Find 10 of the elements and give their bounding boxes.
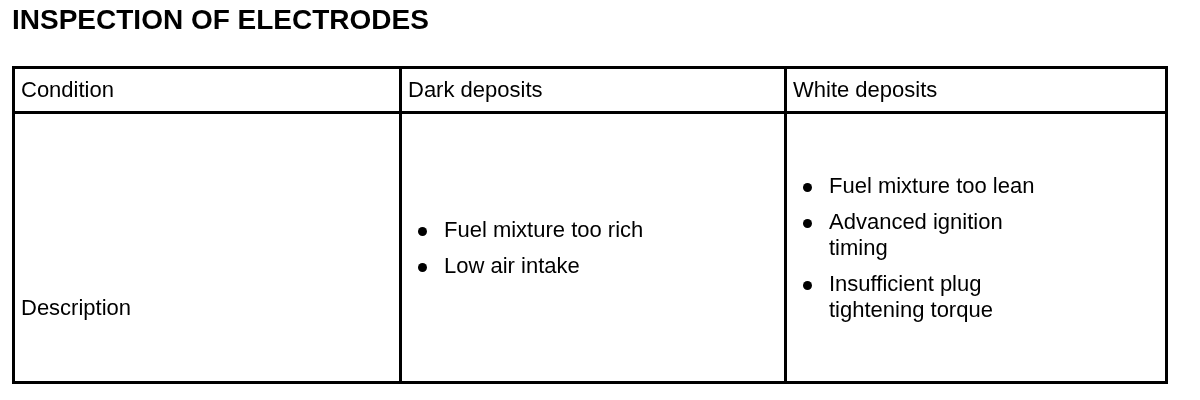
bullet-item: Advanced ignition timing (793, 208, 1059, 261)
row-header-cell: Description (13, 112, 401, 383)
column-header-cell: Dark deposits (400, 67, 786, 113)
bullet-item: Insufficient plug tightening torque (793, 270, 1059, 323)
bullet-item: Fuel mixture too rich (408, 216, 644, 243)
bullet-item: Low air intake (408, 252, 580, 279)
title: INSPECTION OF ELECTRODES (12, 4, 429, 36)
column-header-cell: Condition (13, 67, 401, 113)
column-header-cell: White deposits (785, 67, 1167, 113)
bullet-item: Fuel mixture too lean (793, 172, 1035, 199)
